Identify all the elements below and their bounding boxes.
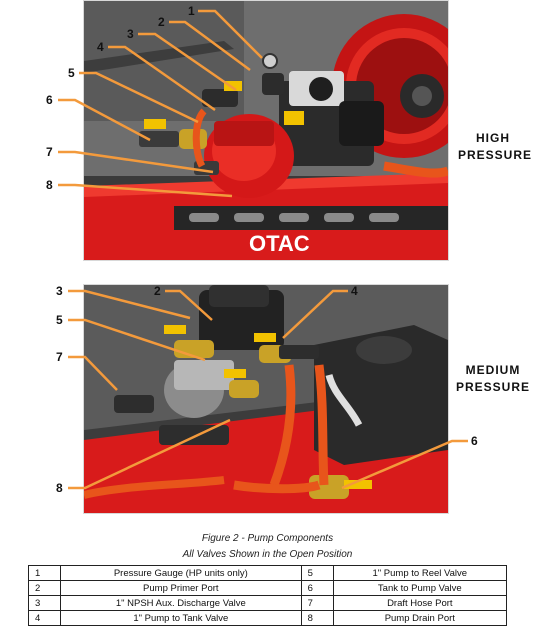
figure-subcaption: All Valves Shown in the Open Position <box>182 549 353 560</box>
medium-pressure-illustration <box>83 284 449 514</box>
callout-number: 5 <box>56 313 63 327</box>
table-cell-number: 3 <box>28 595 61 611</box>
table-cell-number: 6 <box>300 580 334 596</box>
side-label-line: MEDIUM <box>465 363 521 377</box>
callout-number: 4 <box>97 40 104 54</box>
figure-caption: Figure 2 - Pump Components <box>201 533 334 544</box>
table-cell-description: Pressure Gauge (HP units only) <box>60 565 302 581</box>
high-pressure-label: HIGH PRESSURE <box>458 130 533 164</box>
callout-number: 3 <box>56 284 63 298</box>
components-table: 1 Pressure Gauge (HP units only) 5 1" Pu… <box>28 565 508 626</box>
table-cell-number: 7 <box>300 595 334 611</box>
callout-number: 7 <box>46 145 53 159</box>
high-pressure-illustration: OTAC <box>83 0 449 261</box>
callout-number: 1 <box>188 4 195 18</box>
table-cell-description: 1" NPSH Aux. Discharge Valve <box>60 595 302 611</box>
table-cell-description: Draft Hose Port <box>332 595 508 611</box>
table-cell-description: Pump Drain Port <box>332 610 508 626</box>
callout-number: 3 <box>127 27 134 41</box>
table-cell-description: Tank to Pump Valve <box>332 580 508 596</box>
table-row: 3 1" NPSH Aux. Discharge Valve 7 Draft H… <box>28 595 508 611</box>
callout-number: 6 <box>471 434 478 448</box>
callout-number: 2 <box>158 15 165 29</box>
callout-number: 8 <box>46 178 53 192</box>
callout-number: 6 <box>46 93 53 107</box>
table-cell-description: 1" Pump to Tank Valve <box>60 610 302 626</box>
table-cell-number: 8 <box>300 610 334 626</box>
table-cell-number: 5 <box>300 565 334 581</box>
table-row: 2 Pump Primer Port 6 Tank to Pump Valve <box>28 580 508 596</box>
table-row: 1 Pressure Gauge (HP units only) 5 1" Pu… <box>28 565 508 581</box>
callout-number: 2 <box>154 284 161 298</box>
table-cell-description: 1" Pump to Reel Valve <box>332 565 508 581</box>
table-cell-number: 4 <box>28 610 61 626</box>
callout-number: 7 <box>56 350 63 364</box>
table-row: 4 1" Pump to Tank Valve 8 Pump Drain Por… <box>28 610 508 626</box>
side-label-line: PRESSURE <box>458 148 533 162</box>
callout-number: 8 <box>56 481 63 495</box>
side-label-line: PRESSURE <box>455 380 531 394</box>
medium-pressure-label: MEDIUM PRESSURE <box>455 362 531 396</box>
side-label-line: HIGH <box>476 131 510 145</box>
callout-number: 4 <box>351 284 358 298</box>
callout-number: 5 <box>68 66 75 80</box>
table-cell-number: 2 <box>28 580 61 596</box>
table-cell-number: 1 <box>28 565 61 581</box>
brand-text: OTAC <box>249 231 310 256</box>
table-cell-description: Pump Primer Port <box>60 580 302 596</box>
